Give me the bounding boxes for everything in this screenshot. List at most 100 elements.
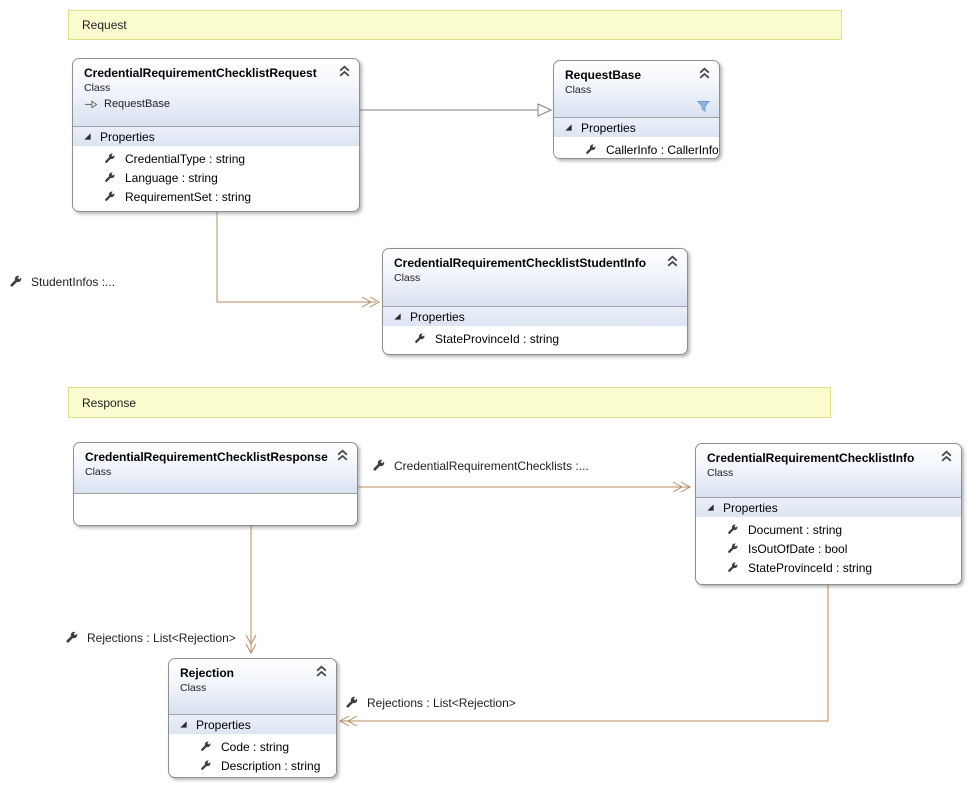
association-label-checklists[interactable]: CredentialRequirementChecklists :...: [371, 458, 589, 473]
property-label: CredentialType : string: [125, 151, 246, 166]
collapse-chevron-icon[interactable]: [336, 449, 349, 462]
wrench-icon: [584, 143, 597, 156]
property-rows: Document : string IsOutOfDate : bool Sta…: [696, 517, 961, 577]
class-box-response[interactable]: CredentialRequirementChecklistResponse C…: [73, 442, 358, 526]
inherits-row: RequestBase: [84, 97, 349, 111]
class-header: RequestBase Class: [554, 61, 719, 118]
property-label: IsOutOfDate : bool: [748, 541, 848, 556]
wrench-icon: [199, 759, 212, 772]
inherits-arrow-icon: [84, 97, 98, 111]
association-label-rejections-left[interactable]: Rejections : List<Rejection>: [64, 630, 236, 645]
property-rows: Code : string Description : string: [169, 734, 336, 775]
properties-compartment-header[interactable]: Properties: [73, 127, 359, 146]
compartment-label: Properties: [581, 120, 636, 135]
properties-compartment-header[interactable]: Properties: [383, 307, 687, 326]
wrench-icon: [8, 274, 23, 289]
class-kind-label: Class: [565, 84, 592, 96]
property-label: CallerInfo : CallerInfo: [606, 142, 719, 157]
class-kind-label: Class: [394, 272, 421, 284]
expander-triangle-icon[interactable]: [706, 503, 715, 512]
association-label-rejections-right[interactable]: Rejections : List<Rejection>: [344, 695, 516, 710]
property-row[interactable]: Document : string: [696, 520, 961, 539]
property-row[interactable]: IsOutOfDate : bool: [696, 539, 961, 558]
class-title: CredentialRequirementChecklistStudentInf…: [394, 256, 647, 270]
class-kind-label: Class: [85, 466, 112, 478]
association-response-to-rejection[interactable]: [245, 526, 257, 655]
compartment-label: Properties: [723, 500, 778, 515]
expander-triangle-icon[interactable]: [83, 132, 92, 141]
property-label: StateProvinceId : string: [435, 331, 560, 346]
class-header: CredentialRequirementChecklistRequest Cl…: [73, 59, 359, 127]
class-title: CredentialRequirementChecklistResponse: [85, 450, 328, 464]
inheritance-request-to-requestbase[interactable]: [360, 103, 553, 117]
property-row[interactable]: CallerInfo : CallerInfo: [554, 140, 719, 158]
wrench-icon: [103, 171, 116, 184]
filter-funnel-icon: [697, 100, 710, 113]
wrench-icon: [371, 458, 386, 473]
property-row[interactable]: Language : string: [73, 168, 359, 187]
inherits-type-label: RequestBase: [104, 98, 171, 110]
request-banner-label: Request: [82, 18, 127, 32]
collapse-chevron-icon[interactable]: [315, 665, 328, 678]
association-label-studentinfos[interactable]: StudentInfos :...: [8, 274, 115, 289]
association-label-text: Rejections : List<Rejection>: [367, 695, 516, 710]
class-box-studentinfo[interactable]: CredentialRequirementChecklistStudentInf…: [382, 248, 688, 355]
property-row[interactable]: RequirementSet : string: [73, 187, 359, 206]
property-label: StateProvinceId : string: [748, 560, 873, 575]
properties-compartment-header[interactable]: Properties: [696, 498, 961, 517]
collapse-chevron-icon[interactable]: [666, 255, 679, 268]
class-box-rejection[interactable]: Rejection Class Properties Code : string…: [168, 658, 337, 778]
wrench-icon: [64, 630, 79, 645]
property-row[interactable]: StateProvinceId : string: [696, 558, 961, 577]
property-label: Document : string: [748, 522, 843, 537]
property-row[interactable]: CredentialType : string: [73, 149, 359, 168]
wrench-icon: [344, 695, 359, 710]
class-kind-label: Class: [707, 467, 734, 479]
property-label: Description : string: [221, 758, 321, 773]
empty-class-body: [74, 494, 357, 525]
class-kind-label: Class: [180, 682, 207, 694]
class-box-requestbase[interactable]: RequestBase Class Properties CallerInfo …: [553, 60, 720, 159]
class-title: CredentialRequirementChecklistInfo: [707, 451, 915, 465]
class-title: Rejection: [180, 666, 235, 680]
class-header: CredentialRequirementChecklistInfo Class: [696, 444, 961, 498]
properties-compartment-header[interactable]: Properties: [554, 118, 719, 137]
association-label-text: CredentialRequirementChecklists :...: [394, 458, 589, 473]
class-box-checklistinfo[interactable]: CredentialRequirementChecklistInfo Class…: [695, 443, 962, 585]
collapse-chevron-icon[interactable]: [338, 65, 351, 78]
wrench-icon: [413, 332, 426, 345]
class-title: CredentialRequirementChecklistRequest: [84, 66, 317, 80]
class-box-request[interactable]: CredentialRequirementChecklistRequest Cl…: [72, 58, 360, 212]
compartment-label: Properties: [410, 309, 465, 324]
property-rows: StateProvinceId : string: [383, 326, 687, 348]
wrench-icon: [103, 152, 116, 165]
class-header: CredentialRequirementChecklistResponse C…: [74, 443, 357, 494]
collapse-chevron-icon[interactable]: [698, 67, 711, 80]
class-title: RequestBase: [565, 68, 642, 82]
request-section-banner[interactable]: Request: [68, 10, 842, 40]
wrench-icon: [726, 542, 739, 555]
property-label: Language : string: [125, 170, 218, 185]
expander-triangle-icon[interactable]: [393, 312, 402, 321]
expander-triangle-icon[interactable]: [564, 123, 573, 132]
class-kind-label: Class: [84, 82, 111, 94]
properties-compartment-header[interactable]: Properties: [169, 715, 336, 734]
wrench-icon: [726, 561, 739, 574]
wrench-icon: [199, 740, 212, 753]
response-banner-label: Response: [82, 395, 137, 410]
association-label-text: Rejections : List<Rejection>: [87, 630, 236, 645]
property-row[interactable]: Description : string: [169, 756, 336, 775]
property-row[interactable]: Code : string: [169, 737, 336, 756]
class-header: Rejection Class: [169, 659, 336, 715]
association-label-text: StudentInfos :...: [31, 274, 116, 289]
property-rows: CallerInfo : CallerInfo: [554, 137, 719, 158]
response-section-banner[interactable]: Response: [68, 387, 831, 418]
property-row[interactable]: StateProvinceId : string: [383, 329, 687, 348]
expander-triangle-icon[interactable]: [179, 720, 188, 729]
association-response-to-info[interactable]: [358, 481, 692, 493]
collapse-chevron-icon[interactable]: [940, 450, 953, 463]
property-label: RequirementSet : string: [125, 189, 252, 204]
association-request-to-studentinfo[interactable]: [216, 212, 381, 308]
property-label: Code : string: [221, 739, 290, 754]
